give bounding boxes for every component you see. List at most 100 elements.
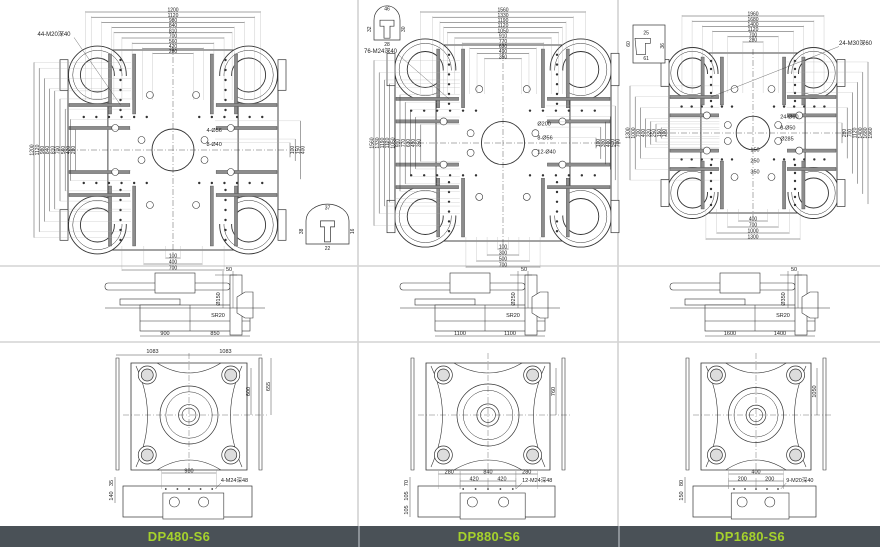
threaded-hole xyxy=(554,174,558,177)
threaded-hole xyxy=(107,181,111,185)
hole-callout: 24-Ø60 xyxy=(780,115,798,121)
locating-hole xyxy=(531,129,540,137)
threaded-hole xyxy=(700,158,703,161)
platen-ear xyxy=(660,179,670,207)
tie-bar-boss xyxy=(223,50,274,100)
threaded-hole xyxy=(210,115,214,119)
threaded-hole xyxy=(198,181,201,185)
model-label-dp1680: DP1680-S6 xyxy=(715,529,785,544)
threaded-hole xyxy=(164,488,167,490)
dimension-label: 1300 xyxy=(626,127,632,138)
dimension-label: 1680 xyxy=(747,17,758,23)
locating-hole xyxy=(226,124,235,132)
threaded-hole xyxy=(198,115,201,119)
threaded-hole xyxy=(555,53,559,56)
threaded-hole xyxy=(555,83,559,86)
dimension-label: 900 xyxy=(160,331,169,337)
dimension-label: 500 xyxy=(499,257,508,263)
platen-block xyxy=(449,272,491,294)
threaded-hole xyxy=(793,67,797,71)
threaded-hole xyxy=(223,115,226,119)
threaded-hole xyxy=(709,195,713,199)
t-slot xyxy=(461,178,465,238)
threaded-hole xyxy=(709,163,713,167)
dimension-label: 100 xyxy=(596,139,602,148)
threaded-hole xyxy=(528,109,532,112)
hole-note-callout: 12-M24深48 xyxy=(522,476,552,484)
locating-hole xyxy=(192,91,200,99)
dimension-label: SR20 xyxy=(506,313,520,319)
dimension-label: 30 xyxy=(401,26,407,32)
t-slot xyxy=(68,126,131,130)
t-slot xyxy=(436,48,440,108)
dimension-label: 1560 xyxy=(370,137,376,148)
threaded-hole xyxy=(235,115,239,119)
t-slot xyxy=(132,53,136,115)
dimension-label: 1400 xyxy=(747,22,758,28)
threaded-hole xyxy=(223,181,226,185)
t-slot xyxy=(669,148,719,153)
hole-note-callout: 44-M20深40 xyxy=(37,30,71,38)
platen-ear xyxy=(59,59,69,91)
dimension-label: 105 xyxy=(404,505,410,514)
dimension-label: 1960 xyxy=(747,12,758,18)
threaded-hole xyxy=(474,174,478,177)
threaded-hole xyxy=(235,181,239,185)
dimension-label: 50 xyxy=(791,267,797,273)
dimension-label: 50 xyxy=(521,267,527,273)
tie-bar-boss xyxy=(398,190,452,243)
locating-hole xyxy=(522,193,531,201)
tie-bar-hole xyxy=(79,207,115,243)
dimension-label: 300 xyxy=(499,251,508,257)
t-slot xyxy=(787,148,837,153)
tie-bar-hole xyxy=(140,448,154,462)
dimension-label: 700 xyxy=(749,32,758,38)
platen-ear xyxy=(610,52,620,87)
dimension-label: 490 xyxy=(411,139,417,148)
locating-hole xyxy=(466,129,475,137)
t-slot xyxy=(210,53,214,115)
threaded-hole xyxy=(224,218,227,222)
dimension-label: 910 xyxy=(499,34,508,40)
dimension-label: 500 xyxy=(611,139,617,148)
hole-callout: 4-Ø56 xyxy=(207,128,222,134)
dimension-label: 22 xyxy=(325,246,331,252)
dimension-label: 280 xyxy=(749,38,758,44)
locating-hole xyxy=(703,146,711,155)
threaded-hole xyxy=(422,109,426,112)
carriage-rod xyxy=(684,298,746,306)
dimension-label: 38 xyxy=(299,228,305,234)
t-slot xyxy=(68,170,131,174)
platen-ear xyxy=(386,199,396,234)
locating-hole xyxy=(111,168,120,176)
dimension-label: 1400 xyxy=(774,331,786,337)
dimension-label: 50 xyxy=(226,267,232,273)
threaded-hole xyxy=(261,181,264,185)
locating-hole xyxy=(703,111,711,120)
threaded-hole xyxy=(555,92,559,96)
locating-hole xyxy=(439,117,448,126)
hole-note-callout: 9-M20深40 xyxy=(786,476,813,484)
threaded-hole xyxy=(710,105,714,108)
threaded-hole xyxy=(224,108,227,112)
threaded-hole xyxy=(793,99,797,103)
threaded-hole xyxy=(744,488,746,490)
t-slot xyxy=(700,56,705,106)
threaded-hole xyxy=(224,188,227,192)
tie-bar-hole xyxy=(231,207,267,243)
locating-hole xyxy=(767,85,776,93)
threaded-hole xyxy=(793,83,797,87)
threaded-hole xyxy=(803,158,806,161)
threaded-hole xyxy=(709,171,713,175)
dimension-label: 840 xyxy=(483,469,492,475)
threaded-hole xyxy=(709,203,713,207)
carriage-rod xyxy=(119,298,181,306)
threaded-hole xyxy=(119,108,122,112)
dimension-label: 1600 xyxy=(724,331,736,337)
threaded-hole xyxy=(119,208,122,212)
hole-note-callout: 24-M30深60 xyxy=(839,39,873,47)
threaded-hole xyxy=(95,181,98,185)
dimension-label: 600 xyxy=(246,387,252,396)
threaded-hole xyxy=(224,198,227,202)
